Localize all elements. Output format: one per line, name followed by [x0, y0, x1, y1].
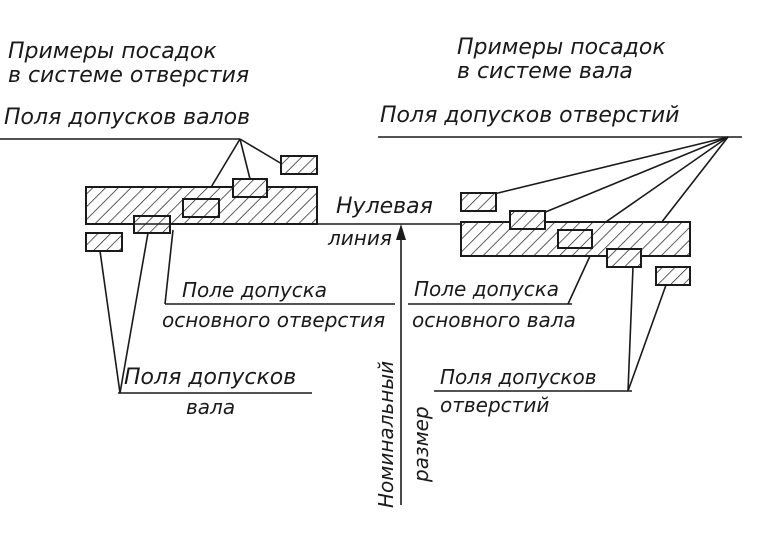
leader-shaft-2 — [239, 138, 251, 180]
zero-line-label-line2: линия — [327, 226, 392, 250]
hole-field-label-line2: отверстий — [440, 393, 549, 417]
leader-shaft-field-a — [99, 250, 121, 394]
shaft-field-5 — [85, 232, 123, 252]
leader-hole-3 — [589, 136, 729, 234]
leader-hole-field-b — [627, 284, 667, 392]
shaft-field-1 — [280, 155, 318, 175]
leader-base-hole — [164, 229, 174, 305]
hole-field-label-line1: Поля допусков — [440, 365, 597, 389]
base-hole-label-line2: основного отверстия — [162, 308, 385, 332]
hole-field-4 — [606, 248, 642, 268]
hole-field-1 — [460, 192, 497, 212]
base-shaft-label-line1: Поле допуска — [414, 277, 559, 301]
right-title-line2: в системе вала — [457, 59, 633, 84]
hole-field-5 — [655, 266, 691, 286]
nominal-size-label-line2: размер — [409, 406, 433, 483]
left-title-line1: Примеры посадок — [8, 39, 217, 64]
shaft-field-label-line1: Поля допусков — [124, 365, 296, 390]
leader-base-shaft — [567, 255, 591, 305]
shaft-field-2 — [232, 178, 268, 198]
leader-hole-field-a — [627, 266, 634, 392]
base-shaft-label-line2: основного вала — [412, 308, 576, 332]
zero-line-label-line1: Нулевая — [336, 194, 433, 219]
hole-field-2 — [509, 210, 546, 230]
shaft-field-3 — [182, 198, 220, 218]
right-title-line1: Примеры посадок — [457, 35, 666, 60]
leader-shaft-field-b — [119, 232, 149, 394]
nominal-size-label-line1: Номинальный — [374, 361, 398, 508]
hole-field-3 — [557, 229, 593, 249]
leader-hole-1 — [493, 136, 729, 195]
nominal-size-arrowhead — [396, 224, 406, 240]
shaft-field-label-line2: вала — [186, 395, 235, 419]
hole-fields-label: Поля допусков отверстий — [380, 103, 679, 128]
base-hole-label-line1: Поле допуска — [182, 278, 327, 302]
left-title-line2: в системе отверстия — [8, 63, 249, 88]
shaft-fields-label: Поля допусков валов — [4, 105, 250, 130]
leader-shaft-3 — [239, 138, 283, 165]
leader-hole-2 — [542, 136, 729, 214]
